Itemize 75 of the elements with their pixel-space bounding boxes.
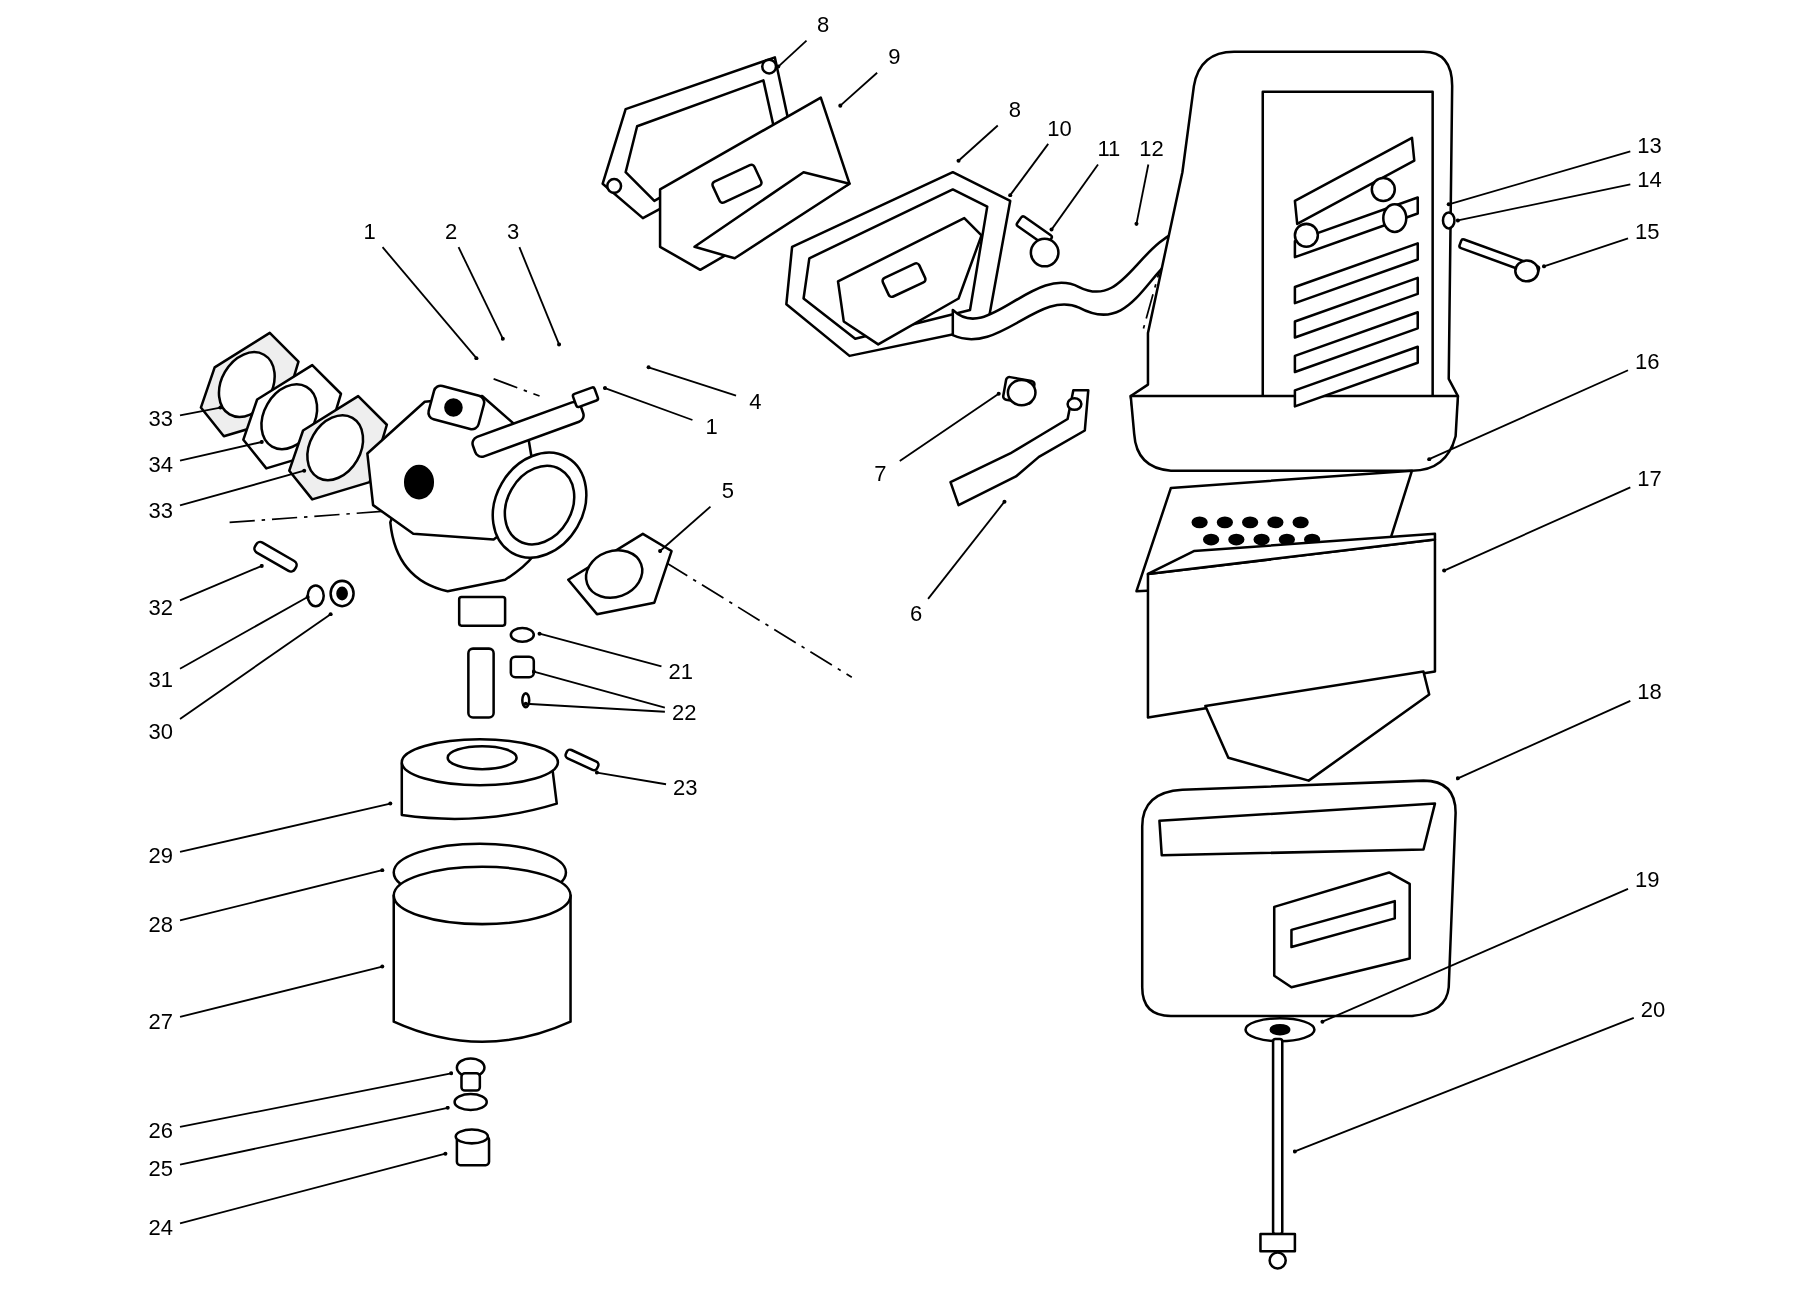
leader-line: [537, 631, 663, 668]
leader-line: [518, 246, 562, 347]
callout-number: 5: [710, 478, 745, 505]
callout-number: 33: [143, 497, 178, 524]
leader-line: [658, 505, 712, 554]
callout-number: 33: [143, 406, 178, 432]
leader-line: [179, 468, 307, 507]
callout-number: 8: [997, 97, 1032, 124]
leader-line: [179, 405, 223, 417]
leader-line: [1427, 369, 1629, 462]
callout-number: 8: [806, 12, 841, 39]
callout-number: 28: [143, 912, 178, 939]
callout-number: 21: [663, 658, 698, 685]
callout-number: 12: [1134, 136, 1169, 163]
callout-number: 34: [143, 451, 178, 478]
leader-line: [1049, 163, 1099, 232]
leader-line: [179, 1151, 448, 1225]
callout-number: 7: [863, 461, 898, 488]
callout-number: 22: [667, 699, 702, 726]
callout-number: 15: [1630, 218, 1665, 245]
leader-line: [927, 499, 1007, 600]
callout-number: 29: [143, 843, 178, 870]
callout-number: 4: [738, 388, 773, 415]
leader-line: [1455, 700, 1632, 781]
leader-line: [523, 701, 666, 713]
callout-number: 2: [434, 218, 469, 245]
leader-line: [1320, 887, 1629, 1024]
leader-line: [1008, 142, 1050, 198]
callout-number: 1: [694, 414, 729, 441]
callout-number: 18: [1632, 679, 1667, 706]
callout-number: 13: [1632, 132, 1667, 159]
callout-number: 14: [1632, 167, 1667, 194]
leader-line: [179, 1105, 450, 1166]
leader-line: [179, 1071, 454, 1128]
callout-number: 26: [143, 1117, 178, 1144]
callout-number: 32: [143, 595, 178, 622]
callout-number: 19: [1630, 867, 1665, 894]
leader-line: [1292, 1016, 1635, 1154]
leader-line: [1455, 183, 1632, 223]
callout-number: 25: [143, 1155, 178, 1182]
leader-line: [179, 801, 393, 853]
callout-number: 23: [668, 774, 703, 801]
callout-number: 24: [143, 1215, 178, 1242]
leader-line: [457, 246, 505, 341]
leader-line: [1542, 237, 1629, 269]
leader-line: [179, 439, 264, 462]
leader-line: [381, 246, 479, 361]
leader-line: [1134, 163, 1150, 226]
callout-number: 16: [1630, 348, 1665, 375]
leader-line: [179, 964, 385, 1018]
leader-line: [898, 391, 1001, 462]
callout-number: 3: [496, 218, 531, 245]
callout-number: 10: [1042, 115, 1077, 142]
leader-line: [1446, 150, 1632, 207]
callout-number: 30: [143, 719, 178, 746]
leader-line: [838, 71, 879, 108]
callout-number: 6: [899, 601, 934, 628]
leader-line: [179, 563, 264, 602]
leader-line: [646, 365, 737, 397]
callout-number: 11: [1091, 136, 1126, 163]
leader-line: [956, 124, 999, 163]
callout-number: 31: [143, 666, 178, 693]
leader-line: [531, 669, 666, 709]
leader-line: [776, 39, 808, 69]
callout-number: 17: [1632, 465, 1667, 492]
leader-line: [602, 386, 694, 421]
leader-line: [179, 612, 333, 720]
leader-line: [179, 594, 310, 670]
callout-number: 27: [143, 1008, 178, 1035]
callout-number: 1: [352, 218, 387, 245]
callout-number: 9: [877, 44, 912, 71]
leader-line: [179, 868, 385, 922]
leader-line: [594, 770, 667, 786]
callout-number: 20: [1636, 997, 1671, 1024]
leader-line: [1442, 486, 1632, 573]
